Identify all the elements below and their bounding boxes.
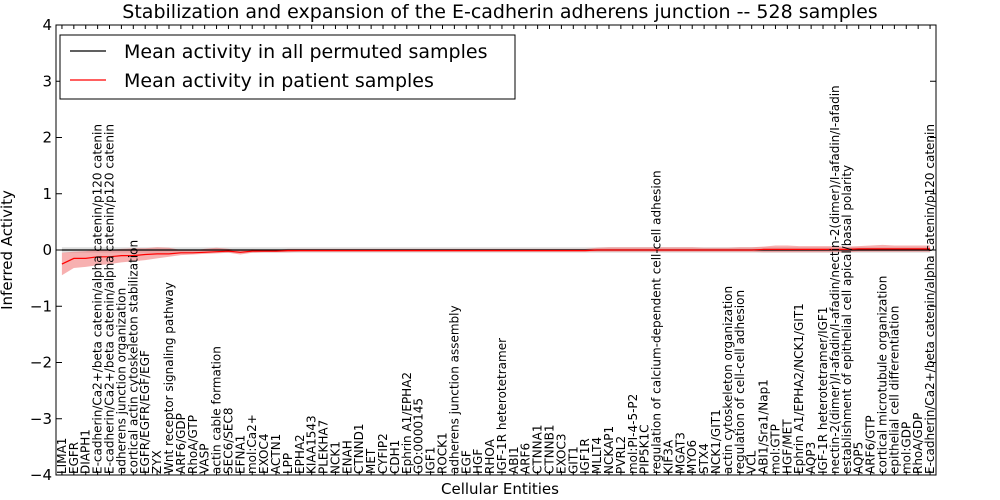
y-axis: −4 −3 −2 −1 0 1 2 3 4 [30,16,936,484]
plot-area [61,244,931,276]
x-tick-label: SEC6/SEC8 [221,408,235,474]
x-tick-label: HGF/MET [780,419,794,474]
y-tick-label: 0 [42,241,52,259]
x-tick-label: LPP [281,453,295,474]
y-tick-label: 4 [42,16,52,34]
legend-label-patient: Mean activity in patient samples [124,70,434,92]
x-tick-label: NCK1 [328,441,342,474]
x-tick-label: KIAA1543 [305,415,319,474]
legend-box [59,34,516,100]
x-axis-title: Cellular Entities [441,480,559,498]
x-tick-label: IGF1 [424,447,438,474]
x-tick-label: CTNND1 [352,423,366,474]
y-axis-title: Inferred Activity [0,190,16,310]
x-tick-label: mol:GDP [899,422,913,474]
x-tick-label: EFNA1 [233,435,247,474]
y-tick-label: 1 [42,185,52,203]
x-tick-label: IGF-1R heterotetramer/IGF1 [816,307,830,474]
x-tick-label: ARF6/GTP [864,415,878,474]
x-tick-label: AQP3 [804,442,818,474]
x-tick-label: EXOC3 [554,434,568,475]
x-tick-label: ENAH [340,440,354,474]
x-tick-label: ABI1/Sra1/Nap1 [757,379,771,474]
x-tick-label: RhoA/GDP [911,413,925,474]
x-tick-label: EGF [459,450,473,474]
x-tick-label: nectin-2(dimer)/I-afadin/I-afadin/nectin… [828,85,842,474]
x-tick-label: MYO6 [685,440,699,474]
x-tick-label: MET [364,448,378,474]
x-tick-label: GIT1 [566,446,580,474]
series-line-patient [61,248,931,265]
y-tick-label: 2 [42,129,52,147]
x-tick-label: RhoA/GTP [186,415,200,474]
x-tick-label: IGF-1R heterotetramer [495,338,509,474]
x-tick-label: PVRL2 [614,436,628,474]
x-tick-label: Ephrin A1/EPHA2 [400,372,414,474]
x-tick-label: actin cable formation [210,346,224,474]
x-tick-label: mol:PI-4-5-P2 [626,394,640,474]
y-tick-label: −2 [30,354,52,372]
x-tick-label: E-cadherin/Ca2+/beta catenin/alpha caten… [923,124,937,474]
x-tick-label: DIAPH1 [79,429,93,474]
chart-title: Stabilization and expansion of the E-cad… [122,1,877,23]
x-tick-label: cortical actin cytoskeleton stabilizatio… [126,240,140,474]
x-tick-label: E-cadherin/Ca2+/beta catenin/alpha caten… [91,124,105,474]
x-tick-label: KIF3A [661,439,675,474]
x-tick-label: CTNNB1 [543,424,557,474]
x-tick-label: ARF6 [519,443,533,474]
x-tick-label: ABI1 [507,446,521,474]
x-tick-label: RHOA [483,438,497,474]
x-tick-label: EXOC4 [257,434,271,475]
x-tick-label: EGFR [67,442,81,474]
x-tick-label: ROCK1 [435,432,449,474]
x-tick-label: adherens junction organization [114,288,128,474]
x-tick-label: LIMA1 [55,438,69,474]
x-tick-label: NCKAP1 [602,426,616,474]
y-tick-label: −1 [30,297,52,315]
x-tick-label: AQP5 [852,442,866,474]
x-tick-label: VASP [198,443,212,474]
x-tick-label: CTNNA1 [531,424,545,474]
x-tick-label: VCL [745,450,759,474]
x-tick-label: ZYX [150,450,164,474]
x-tick-label: CDH1 [388,440,402,474]
x-tick-label: MGAT3 [673,432,687,474]
x-tick-label: mol:Ca2+ [245,414,259,474]
x-tick-label: Wnt receptor signaling pathway [162,282,176,474]
x-tick-label: actin cytoskeleton organization [721,286,735,474]
x-tick-label: mol:GTP [768,424,782,474]
y-tick-label: −3 [30,410,52,428]
x-tick-label: epithelial cell differentiation [887,306,901,474]
x-tick-label: E-cadherin/Ca2+/beta catenin/alpha caten… [103,124,117,474]
y-tick-label: 3 [42,72,52,90]
x-tick-label: ACTN1 [269,434,283,474]
x-tick-label: IGF1R [578,438,592,474]
x-tick-label: EGFR/EGFR/EGF/EGF [138,350,152,474]
y-tick-label: −4 [30,466,52,484]
legend: Mean activity in all permuted samples Me… [59,34,516,100]
x-tick-label: regulation of calcium-dependent cell-cel… [650,170,664,474]
x-tick-label: ARF6/GDP [174,413,188,474]
x-tick-label: EPHA2 [293,434,307,474]
x-tick-label: regulation of cell-cell adhesion [733,290,747,474]
x-tick-label: HGF [471,449,485,474]
x-tick-label: establishment of epithelial cell apical/… [840,165,854,474]
x-tick-label: NCK1/GIT1 [709,409,723,474]
x-tick-label: Ephrin A1/EPHA2/NCK1/GIT1 [792,303,806,474]
x-tick-label: PIP5K1C [638,424,652,474]
x-tick-label: CYFIP2 [376,433,390,474]
legend-label-permuted: Mean activity in all permuted samples [124,41,487,63]
x-tick-label: adherens junction assembly [447,305,461,474]
x-tick-label: STX4 [697,443,711,474]
x-tick-label: GO:0000145 [412,398,426,474]
x-tick-label: PLEKHA7 [317,420,331,474]
x-tick-label: MLLT4 [590,437,604,474]
x-tick-label: cortical microtubule organization [875,276,889,474]
